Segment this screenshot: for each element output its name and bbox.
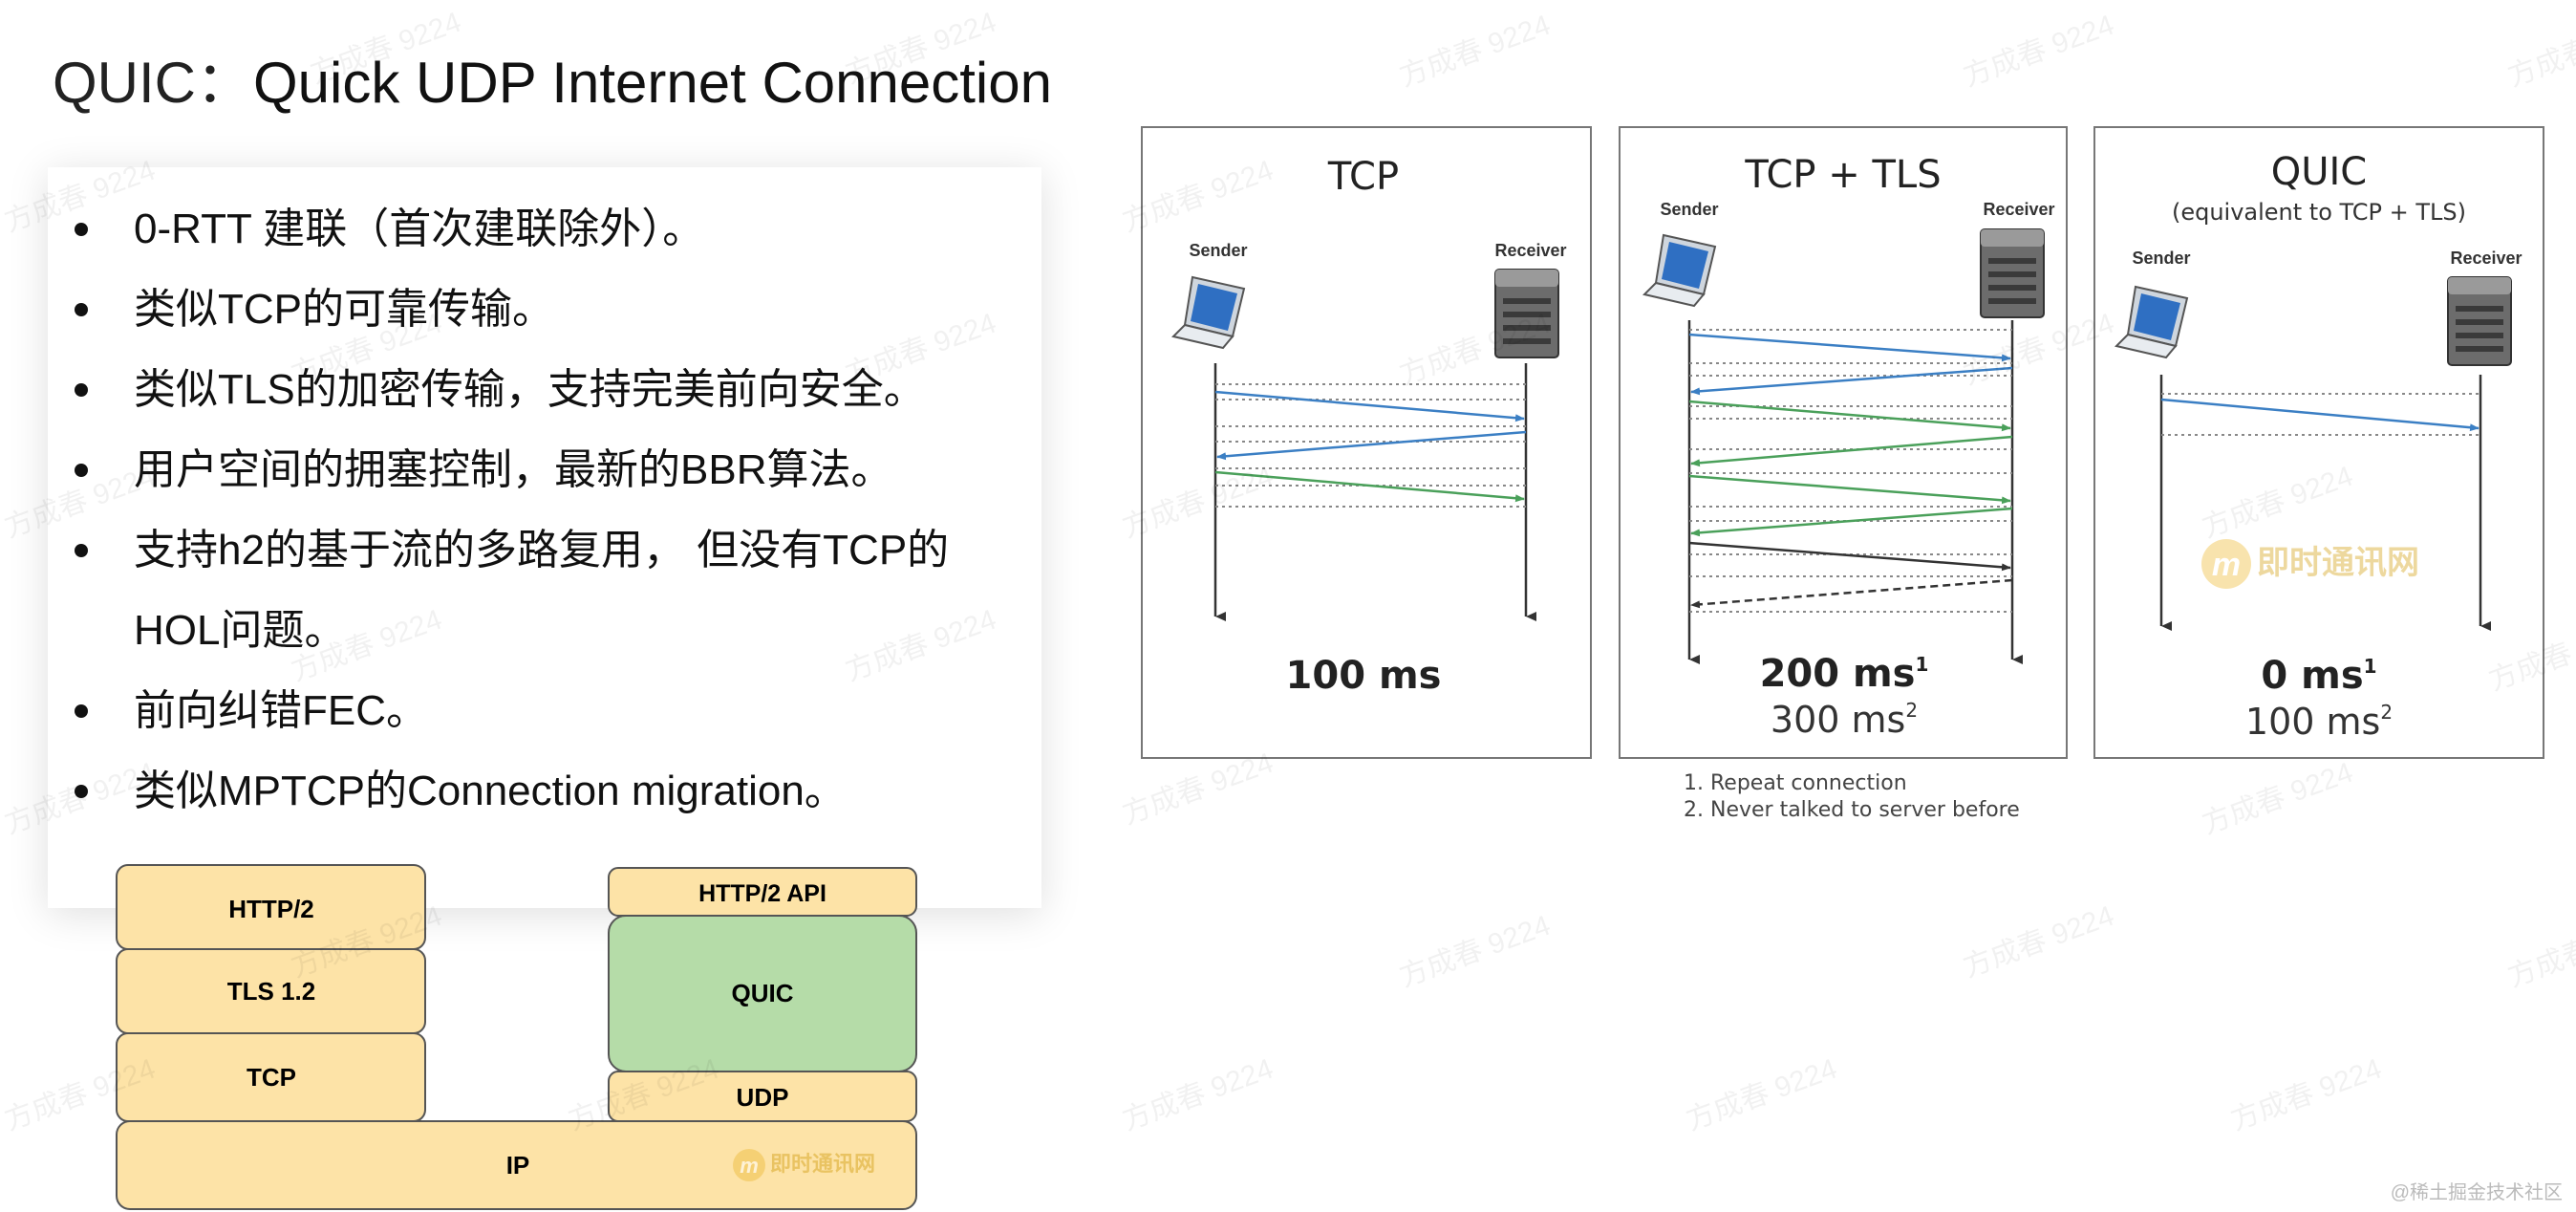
tcp-tls-latency-first-sup: 2 <box>1905 699 1918 722</box>
svg-text:0 ms1: 0 ms1 <box>2261 654 2376 698</box>
tcp-receiver-label: Receiver <box>1494 241 1566 260</box>
quic-latency-repeat-sup: 1 <box>2364 655 2377 678</box>
tcp-tls-title: TCP + TLS <box>1744 153 1941 197</box>
quic-logo-text: 即时通讯网 <box>2257 544 2419 582</box>
quic-sender-label: Sender <box>2132 249 2190 268</box>
quic-latency-first-sup: 2 <box>2380 701 2393 724</box>
corner-credit: @稀土掘金技术社区 <box>2390 1182 2563 1203</box>
stack-label-http2-api: HTTP/2 API <box>698 880 826 907</box>
quic-frame <box>2093 126 2544 759</box>
feature-list: 0-RTT 建联（首次建联除外）。 类似TCP的可靠传输。 类似TLS的加密传输… <box>48 189 949 832</box>
tcp-tls-latency-first: 300 ms <box>1771 699 1905 741</box>
quic-title: QUIC <box>2271 150 2368 194</box>
stack-label-quic: QUIC <box>732 979 794 1007</box>
quic-logo: m 即时通讯网 <box>2201 539 2419 589</box>
quic-diagram: QUIC (equivalent to TCP + TLS) Sender Re… <box>2093 126 2544 759</box>
tcp-tls-latency-repeat-sup: 1 <box>1916 653 1929 676</box>
feature-item: 类似TCP的可靠传输。 <box>48 270 949 350</box>
stack-label-http2: HTTP/2 <box>228 895 314 923</box>
stack-logo-text: 即时通讯网 <box>770 1153 875 1177</box>
tcp-tls-diagram: TCP + TLS Sender Receiver 200 ms1 300 ms… <box>1619 126 2068 759</box>
svg-text:200 ms1: 200 ms1 <box>1760 652 1929 696</box>
feature-item: 用户空间的拥塞控制，最新的BBR算法。 <box>48 430 949 510</box>
svg-text:m: m <box>2212 547 2241 583</box>
tcp-sender-label: Sender <box>1189 241 1247 260</box>
feature-item-continuation: HOL问题。 <box>134 607 347 654</box>
quic-latency-repeat: 0 ms <box>2261 654 2363 698</box>
feature-item: 类似TLS的加密传输，支持完美前向安全。 <box>48 350 949 430</box>
feature-panel <box>48 167 1041 908</box>
tcp-tls-latency-repeat: 200 ms <box>1760 652 1916 696</box>
svg-text:300 ms2: 300 ms2 <box>1771 699 1918 741</box>
title-main: Quick UDP Internet Connection <box>253 51 1052 115</box>
svg-text:m: m <box>740 1154 759 1178</box>
quic-subtitle: (equivalent to TCP + TLS) <box>2172 199 2466 226</box>
feature-item: 类似MPTCP的Connection migration。 <box>48 751 949 832</box>
quic-latency-first: 100 ms <box>2245 701 2380 743</box>
stack-label-udp: UDP <box>737 1083 789 1112</box>
quic-server-icon <box>2447 276 2512 366</box>
tcp-diagram: TCP Sender Receiver 100 ms <box>1141 126 1592 759</box>
protocol-stack: HTTP/2 TLS 1.2 TCP HTTP/2 API QUIC UDP I… <box>116 864 917 1210</box>
feature-item: 0-RTT 建联（首次建联除外）。 <box>48 189 949 270</box>
tcp-tls-server-icon <box>1980 228 2045 318</box>
stack-logo: m 即时通讯网 <box>733 1149 875 1181</box>
svg-text:100 ms2: 100 ms2 <box>2245 701 2393 743</box>
tcp-server-icon <box>1494 269 1559 358</box>
stack-label-ip: IP <box>506 1151 530 1180</box>
quic-receiver-label: Receiver <box>2450 249 2522 268</box>
tcp-tls-sender-label: Sender <box>1660 200 1718 219</box>
tcp-title: TCP <box>1327 155 1399 199</box>
page-title: QUIC：Quick UDP Internet Connection <box>53 36 1052 119</box>
feature-item: 前向纠错FEC。 <box>48 671 949 751</box>
tcp-latency: 100 ms <box>1286 654 1442 698</box>
footnote-first: 2. Never talked to server before <box>1684 798 2020 822</box>
stack-label-tcp: TCP <box>247 1063 296 1092</box>
feature-item: 支持h2的基于流的多路复用， 但没有TCP的 <box>48 510 949 591</box>
stack-label-tls: TLS 1.2 <box>227 977 315 1006</box>
title-prefix: QUIC： <box>53 51 253 115</box>
footnote-repeat: 1. Repeat connection <box>1684 771 1907 795</box>
stack-box-ip <box>116 1120 917 1210</box>
tcp-tls-receiver-label: Receiver <box>1983 200 2054 219</box>
